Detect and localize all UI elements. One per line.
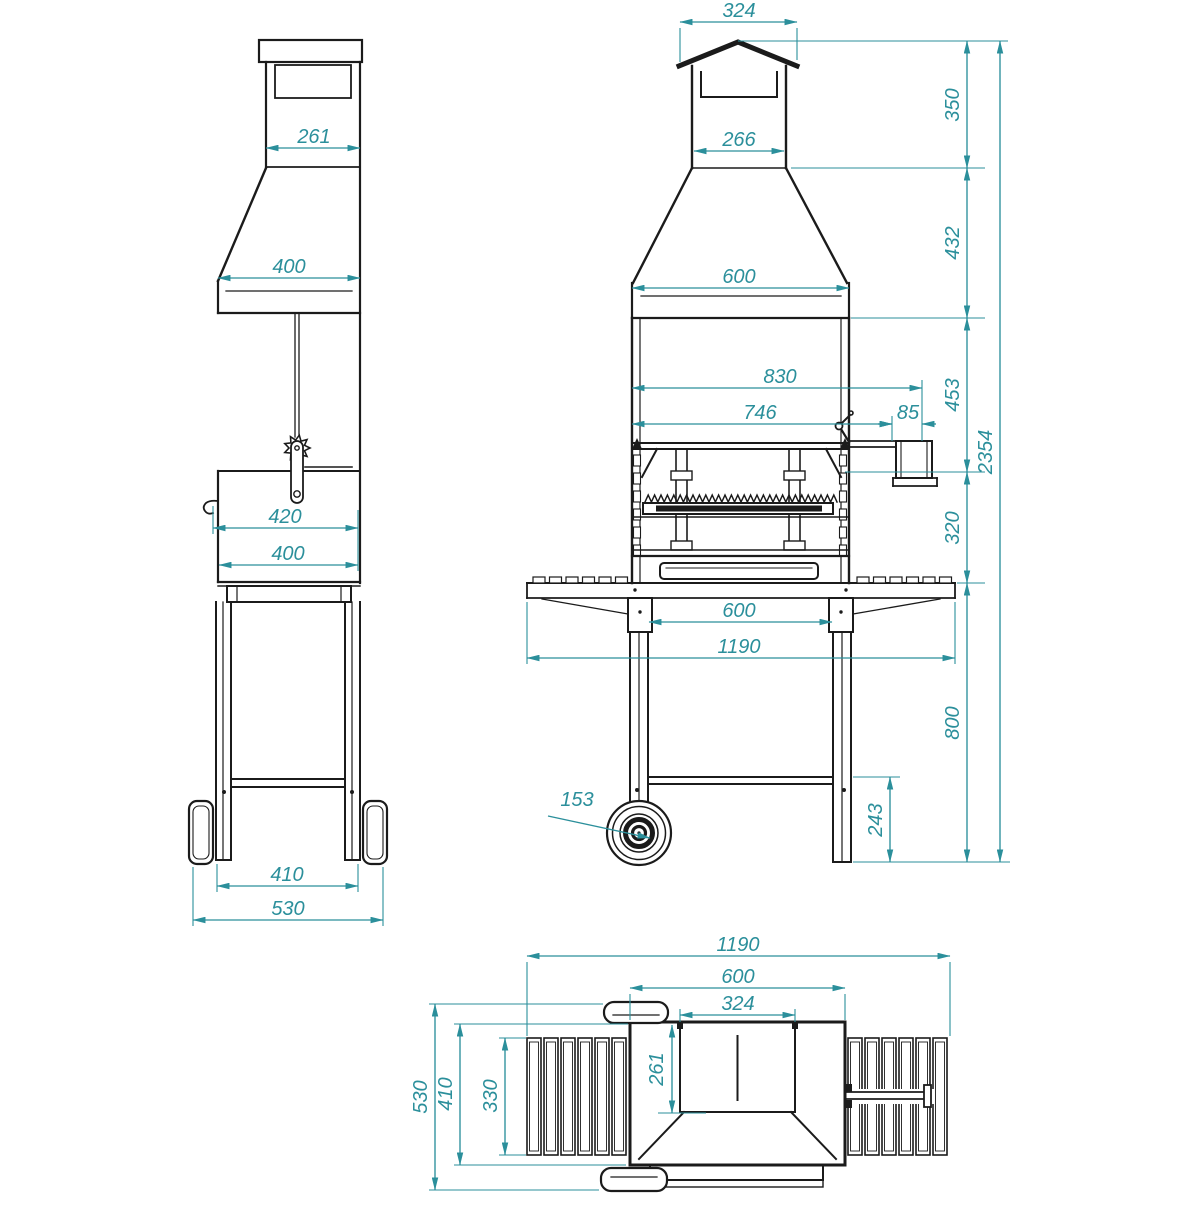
dim-side-overall-depth: 530 [192,867,384,926]
side-crank-wheel [283,433,312,504]
dim-front-grill-inner-width: 746 [631,402,893,441]
top-view: 1190 600 324 261 530 4 [410,934,951,1193]
dim-label: 324 [721,993,754,1015]
side-firebox [202,466,362,584]
dim-label: 2354 [975,430,997,476]
dim-front-overall-height: 2354 [975,40,1004,863]
dim-front-cap-width: 324 [679,0,798,62]
front-wheel [605,799,673,867]
dim-label: 410 [270,864,303,886]
top-front-panel [599,1164,824,1193]
dim-front-crossbar-offset: 243 [865,776,894,863]
dim-top-overall-width: 1190 [526,934,951,1036]
front-firebox-walls [630,316,851,585]
dim-front-crank-offset: 85 [878,402,936,428]
dim-front-cook-chamber-height: 453 [942,317,971,473]
dim-label: 600 [722,266,755,288]
dim-top-body-width: 600 [629,966,846,1020]
dim-label: 1190 [716,934,759,956]
dim-label: 330 [480,1079,502,1112]
dim-label: 432 [942,226,964,259]
dim-label: 600 [721,966,754,988]
dim-front-stand-height: 800 [942,582,971,863]
top-right-shelf [845,1037,948,1156]
dim-label: 400 [272,256,305,278]
side-view: 261 400 420 400 410 530 [187,38,389,926]
front-ash-drawer [630,549,851,580]
dim-label: 153 [560,789,593,811]
dim-top-chimney-width: 324 [679,993,796,1022]
dim-top-body-depth: 410 [435,1023,628,1166]
dim-front-hood-width: 600 [631,266,850,292]
dim-label: 1190 [717,636,760,658]
dim-label: 324 [722,0,755,22]
dim-label: 410 [435,1077,457,1110]
dim-side-hood-depth: 400 [217,256,361,282]
dim-label: 85 [897,402,920,424]
front-chimney-cap [675,39,801,170]
front-legs [627,588,854,863]
top-left-shelf [526,1037,627,1156]
dim-front-leg-spacing: 600 [648,600,833,626]
dim-label: 320 [942,511,964,544]
dim-side-firebox-depth-overall: 420 [212,506,359,571]
dim-side-chimney-depth: 261 [265,126,361,152]
dim-label: 746 [743,402,777,424]
dim-label: 261 [646,1052,668,1086]
dim-label: 830 [763,366,796,388]
side-hook [202,499,220,515]
side-legs [215,601,361,861]
dim-label: 261 [296,126,330,148]
dim-label: 420 [268,506,301,528]
dim-label: 600 [722,600,755,622]
dim-front-cap-height: 350 [942,40,971,169]
side-grate-lift-pipe [294,312,300,438]
side-table [217,585,361,603]
dim-label: 266 [721,129,756,151]
dim-front-chimney-width: 266 [693,129,785,155]
side-hood [216,166,362,315]
side-wheels [187,799,389,866]
front-hood [630,166,851,320]
front-view: 324 266 600 830 746 85 600 [526,0,1010,867]
dim-front-overall-width: 1190 [526,602,956,664]
front-extension-lines [738,40,1010,863]
dim-label: 800 [942,706,964,739]
front-grate-assembly [631,442,850,551]
dim-front-hood-height: 432 [942,167,971,319]
crank-grip [923,1084,932,1108]
front-table-and-shelves [526,576,956,615]
dim-top-chimney-depth: 261 [646,1024,706,1114]
side-chimney [257,38,364,585]
dim-label: 453 [942,378,964,411]
dim-label: 350 [942,88,964,121]
dim-side-firebox-depth: 400 [218,543,359,569]
dim-side-wheelbase-depth: 410 [216,864,359,892]
bottom-handle [599,1166,669,1193]
dim-label: 530 [271,898,304,920]
dim-label: 530 [410,1080,432,1113]
dim-top-overall-depth: 530 [410,1003,603,1191]
dim-front-grill-extent: 830 [631,366,923,441]
dim-front-wheel-diameter: 153 [547,789,651,839]
dim-top-shelf-depth: 330 [480,1037,526,1156]
dim-label: 400 [271,543,304,565]
dim-label: 243 [865,803,887,837]
top-handle [602,1000,670,1025]
grill-grate-serration [644,493,838,504]
dim-front-base-chamber-height: 320 [942,471,971,584]
top-body [628,1020,847,1167]
